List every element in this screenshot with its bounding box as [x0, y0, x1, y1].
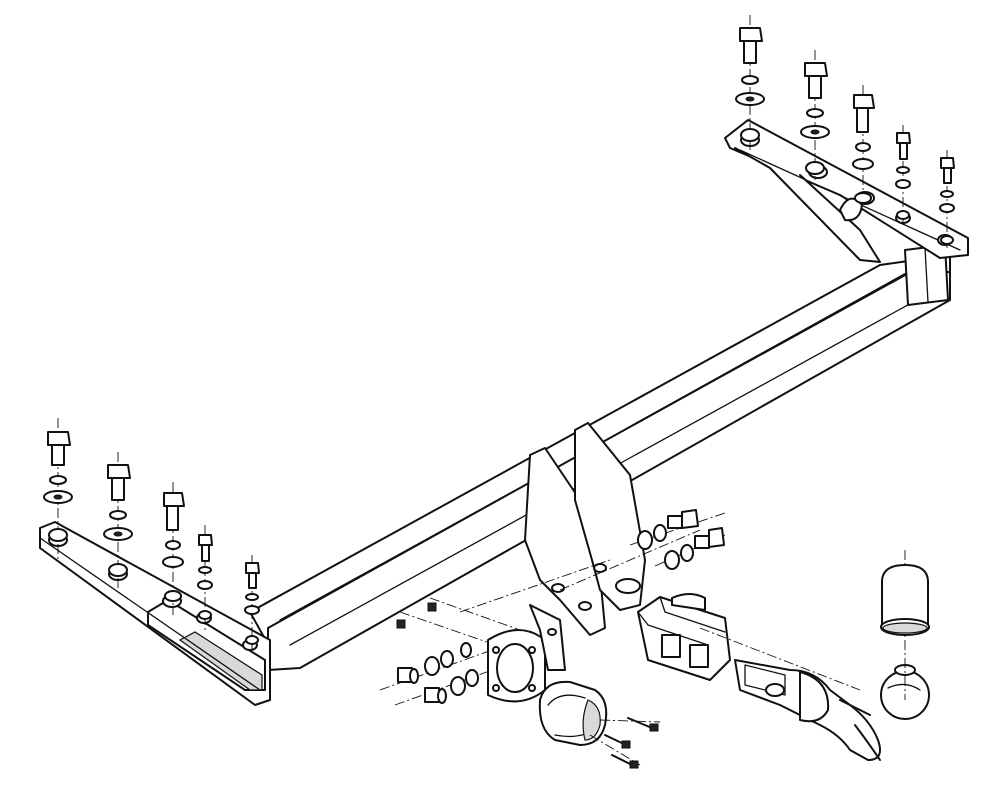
socket-screws [604, 717, 659, 769]
bolt-stack [43, 418, 73, 560]
right-mounting-bracket [724, 119, 969, 263]
bolt-stack [800, 50, 830, 180]
bolt-stack [244, 555, 260, 650]
bolt-stack [939, 150, 955, 248]
electrical-socket [538, 680, 661, 766]
bolt-stack [895, 125, 911, 225]
socket-plate [487, 604, 566, 703]
bolt-stack [852, 85, 875, 205]
bolt-set-left [43, 418, 260, 650]
neck-receiver-block [637, 593, 731, 681]
bolt-stack [735, 15, 765, 150]
tow-ball-cap [880, 550, 930, 700]
bolt-set-right [735, 15, 955, 248]
bolt-stack [103, 452, 133, 590]
center-hanger-plates [459, 422, 701, 636]
bolt-stack [197, 525, 213, 630]
left-mounting-bracket [39, 521, 271, 706]
tow-ball-neck [699, 627, 930, 761]
bolt-stack [162, 482, 185, 615]
center-bolt-set [629, 509, 726, 570]
